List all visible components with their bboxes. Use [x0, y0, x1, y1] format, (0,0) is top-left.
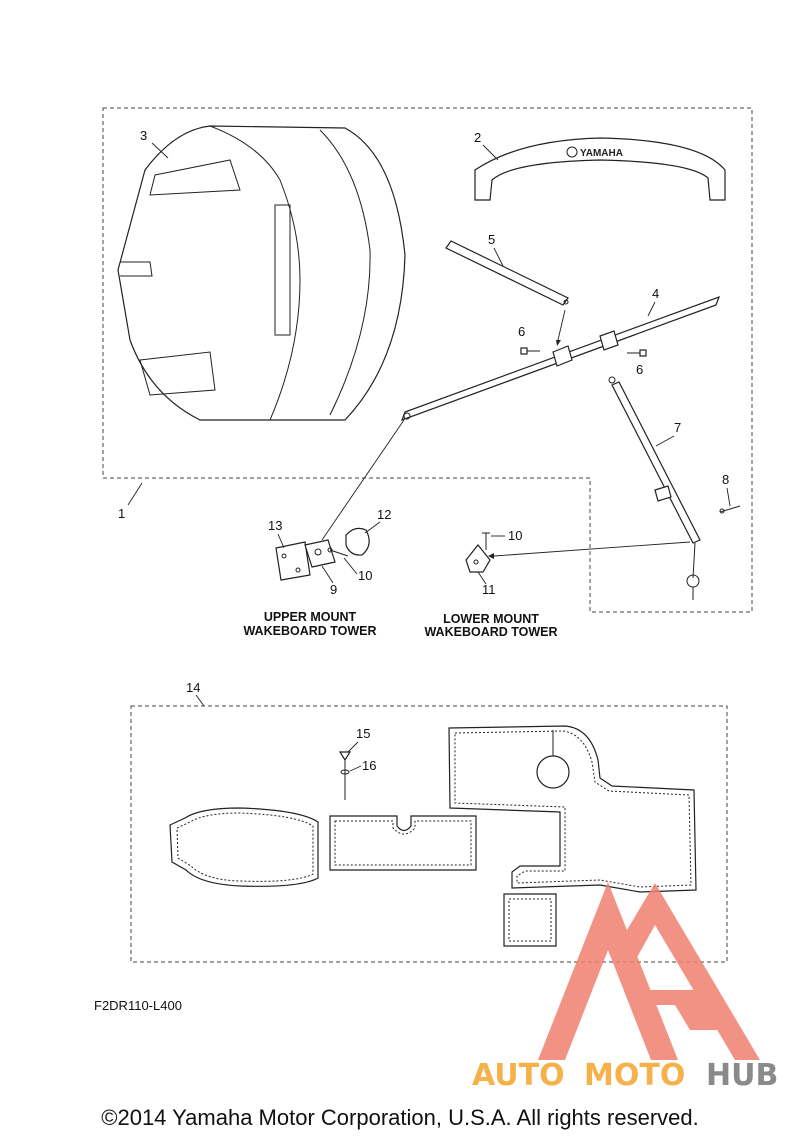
callout-9: 9	[330, 582, 337, 597]
callout-10-lower: 10	[508, 528, 522, 543]
callout-4: 4	[652, 286, 659, 301]
part-9-bracket	[304, 539, 336, 568]
part-12-cap	[345, 527, 370, 556]
part-5-tube	[445, 240, 569, 306]
lower-mount-caption-line1: LOWER MOUNT	[443, 612, 539, 626]
watermark-logo	[538, 882, 760, 1060]
part-13-plate	[275, 541, 311, 581]
upper-mount-caption-line1: UPPER MOUNT	[264, 610, 357, 624]
part-2-bar: YAMAHA	[474, 137, 726, 201]
mat-piece-large	[448, 725, 697, 893]
svg-text:AUTO: AUTO	[472, 1058, 565, 1093]
part-11-bracket	[465, 544, 491, 573]
callout-13: 13	[268, 518, 282, 533]
part-6-bolt-left	[520, 347, 540, 355]
callout-15: 15	[356, 726, 370, 741]
mat-piece-left	[169, 807, 319, 887]
bar-brand-text: YAMAHA	[580, 148, 623, 159]
part-10-screw-lower	[482, 532, 490, 550]
callout-10-upper: 10	[358, 568, 372, 583]
part-10-screw-upper	[327, 547, 349, 557]
part-8-pin	[719, 505, 741, 514]
callout-2: 2	[474, 130, 481, 145]
part-7-leg	[608, 376, 701, 600]
callout-8: 8	[722, 472, 729, 487]
callout-6-left: 6	[518, 324, 525, 339]
svg-text:HUB: HUB	[706, 1058, 778, 1093]
copyright-notice: ©2014 Yamaha Motor Corporation, U.S.A. A…	[101, 1105, 698, 1130]
group-1-boundary	[102, 107, 753, 613]
diagram-code: F2DR110-L400	[94, 998, 182, 1013]
callout-16: 16	[362, 758, 376, 773]
part-4-tube	[400, 295, 721, 422]
yamaha-logo-icon	[566, 146, 578, 158]
callout-6-right: 6	[636, 362, 643, 377]
callout-12: 12	[377, 507, 391, 522]
upper-mount-caption-line2: WAKEBOARD TOWER	[243, 624, 376, 638]
mat-piece-center	[329, 815, 477, 871]
svg-text:MOTO: MOTO	[584, 1058, 685, 1093]
callout-1: 1	[118, 506, 125, 521]
callout-3: 3	[140, 128, 147, 143]
watermark-triangle-icon	[538, 882, 678, 1060]
part-6-bolt-right	[627, 349, 647, 357]
callout-14: 14	[186, 680, 200, 695]
part-3-canopy	[117, 125, 406, 421]
callout-7: 7	[674, 420, 681, 435]
part-15-fastener	[338, 751, 352, 800]
callout-11: 11	[482, 582, 496, 597]
callout-5: 5	[488, 232, 495, 247]
group-14-boundary	[130, 705, 728, 963]
lower-mount-caption-line2: WAKEBOARD TOWER	[424, 625, 557, 639]
mat-piece-small	[503, 893, 557, 947]
part-16-washer	[340, 769, 350, 775]
watermark-text: AUTO MOTO HUB	[472, 1058, 778, 1093]
